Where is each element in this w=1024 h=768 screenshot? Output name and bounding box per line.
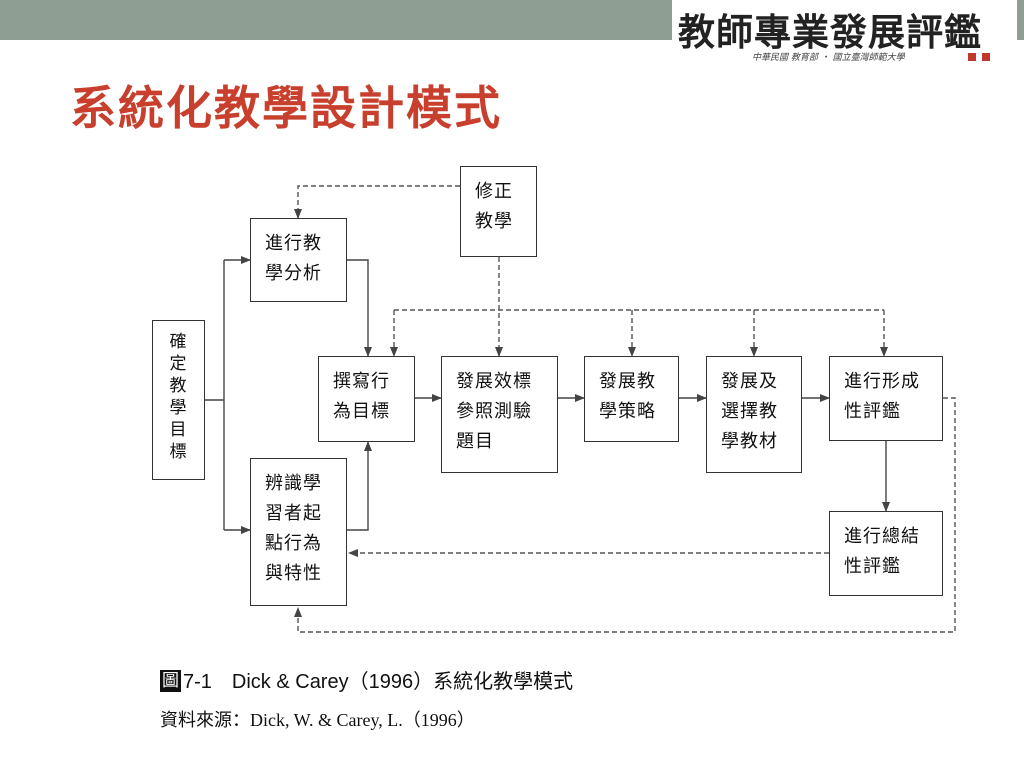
- logo: 教師專業發展評鑑 中華民國 教育部 ・ 國立臺灣師範大學: [672, 0, 1017, 70]
- figure-caption-text: 7-1 Dick & Carey（1996）系統化教學模式: [183, 671, 574, 693]
- edge-revise-to-analysis: [294, 185, 460, 219]
- slide-title: 系統化教學設計模式: [70, 81, 502, 135]
- logo-subtext: 中華民國 教育部 ・ 國立臺灣師範大學: [752, 53, 905, 63]
- edge-formative-feedback: [294, 397, 956, 633]
- node-formative-evaluation: 進行形成 性評鑑: [829, 356, 943, 441]
- node-objectives: 撰寫行 為目標: [318, 356, 415, 442]
- node-strategy: 發展教 學策略: [584, 356, 679, 442]
- node-summative-evaluation: 進行總結 性評鑑: [829, 511, 943, 596]
- node-materials: 發展及 選擇教 學教材: [706, 356, 802, 473]
- node-instructional-analysis: 進行教 學分析: [250, 218, 347, 302]
- seal-icon: [982, 53, 990, 61]
- logo-text: 教師專業發展評鑑: [678, 10, 982, 54]
- edge-learner-to-objectives: [347, 441, 372, 531]
- node-identify-goal: 確 定 教 學 目 標: [152, 320, 205, 480]
- source-citation: 資料來源：Dick, W. & Carey, L.（1996）: [160, 710, 475, 730]
- node-assessment: 發展效標 參照測驗 題目: [441, 356, 558, 473]
- seal-icon: [968, 53, 976, 61]
- figure-badge: 圖: [160, 670, 181, 692]
- node-revise-instruction: 修正 教學: [460, 166, 537, 257]
- node-learner-analysis: 辨識學 習者起 點行為 與特性: [250, 458, 347, 606]
- edge-instructional-to-objectives: [347, 259, 372, 357]
